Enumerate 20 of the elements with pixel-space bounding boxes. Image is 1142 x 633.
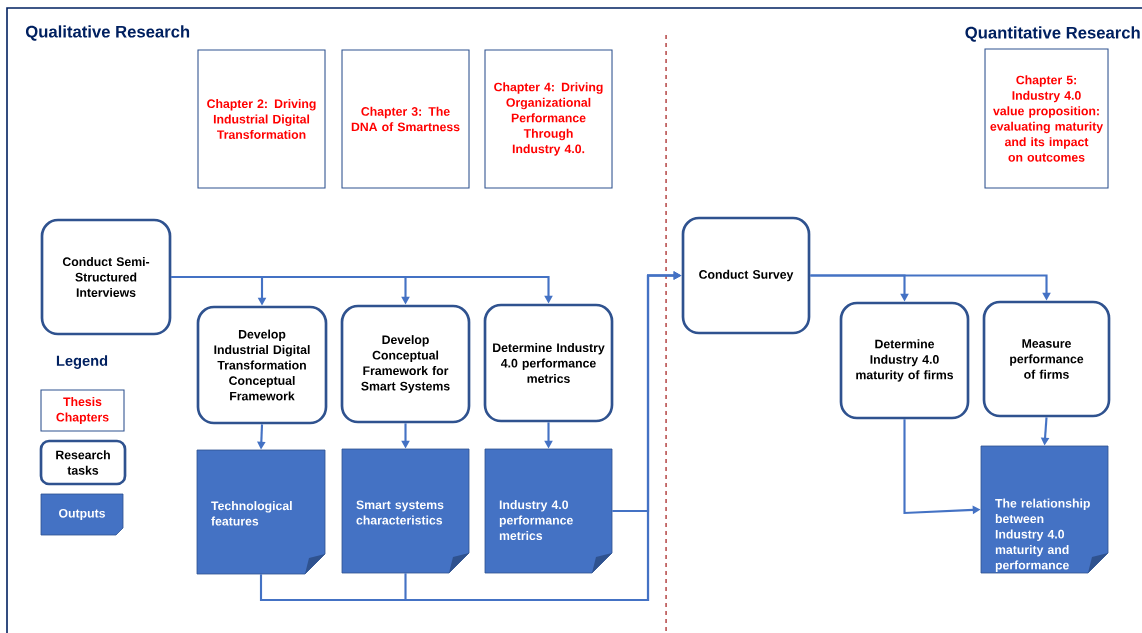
legend-item: Thesis Chapters <box>40 389 125 432</box>
legend-item: Outputs <box>40 493 124 536</box>
chapter-box: Chapter 3: The DNA of Smartness <box>341 49 470 189</box>
task-box: Determine Industry 4.0 maturity of firms <box>839 301 970 420</box>
task-box: Develop Industrial Digital Transformation Conceptual Framework <box>196 305 328 425</box>
task-box: Measure performance of firms <box>982 300 1111 418</box>
task-box: Determine Industry 4.0 performance metrics <box>483 303 614 423</box>
chapter-box: Chapter 5: Industry 4.0 value proposition: evaluating maturity and its impact on outcomes <box>984 48 1109 189</box>
chapter-box: Chapter 4: Driving Organizational Performance Through Industry 4.0. <box>484 49 613 189</box>
task-box: Develop Conceptual Framework for Smart Systems <box>340 304 471 424</box>
output-document: Technological features <box>196 449 326 575</box>
output-document: Industry 4.0 performance metrics <box>484 448 613 574</box>
task-box: Conduct Semi-Structured Interviews <box>40 218 172 336</box>
chapter-box: Chapter 2: Driving Industrial Digital Transformation <box>197 49 326 189</box>
legend-heading: Legend <box>56 355 108 369</box>
legend-item: Research tasks <box>39 439 127 486</box>
output-document: Smart systems characteristics <box>341 448 470 574</box>
output-document: The relationship between Industry 4.0 maturity and performance <box>980 445 1109 574</box>
task-box: Conduct Survey <box>681 216 811 335</box>
section-heading: Qualitative Research <box>25 25 190 41</box>
